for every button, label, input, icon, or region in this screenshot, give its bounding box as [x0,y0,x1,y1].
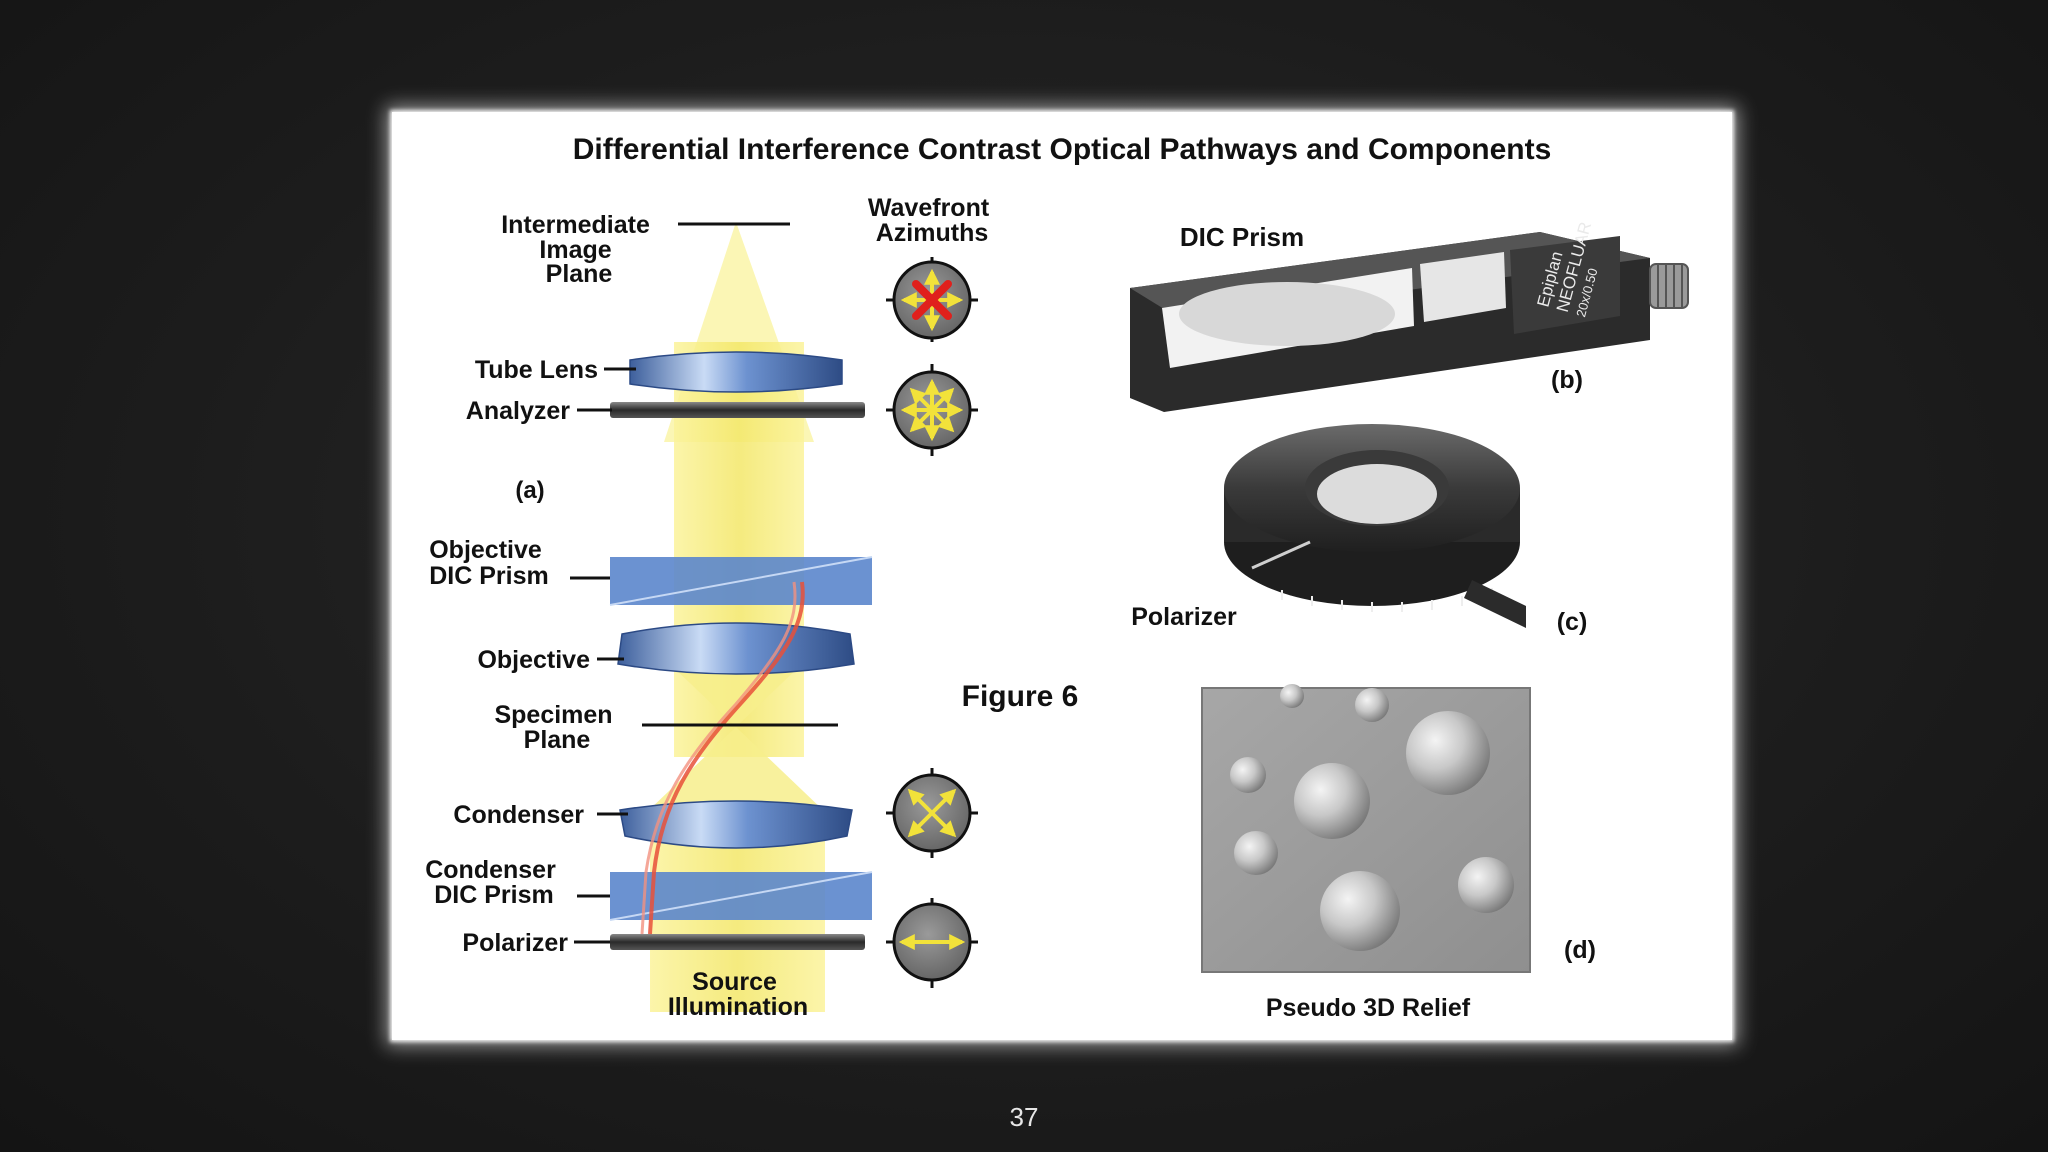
prism-element [1179,282,1395,346]
tube-lens-shape [629,351,843,393]
page-number: 37 [1009,1102,1039,1132]
figure-title: Differential Interference Contrast Optic… [573,133,1552,166]
slider-knob [1649,263,1689,309]
label-polarizer-c: Polarizer [1131,603,1237,631]
leader-lines [570,222,838,944]
analyzer-bar [610,402,865,418]
panel-b-tag: (b) [1551,366,1583,394]
condenser-lens-shape [619,800,853,849]
label-condenser-dic-prism: Condenser DIC Prism [425,856,563,909]
ring-handle [1464,580,1526,628]
dic-prism-slider-panel: DIC Prism Epiplan NEOFLUAR 20x/0.50 (b) [1130,220,1689,412]
wavefront-azimuths-header: Wavefront Azimuths [868,194,996,247]
objective-prism-split [609,556,873,606]
pseudo-3d-relief-panel: Pseudo 3D Relief (d) [1201,684,1596,1022]
panel-c-tag: (c) [1557,608,1588,636]
label-intermediate-image-plane: Intermediate Image Plane [501,211,657,288]
beam-diverge [647,727,825,812]
label-dic-prism: DIC Prism [1180,222,1304,252]
relief-spheres [1230,684,1514,951]
optical-pathway-panel: Intermediate Image Plane Tube Lens Analy… [425,194,1078,1021]
label-analyzer: Analyzer [466,397,570,425]
azimuth-disc-polarizer [886,898,978,988]
slider-window-2 [1420,252,1506,322]
polarizer-ring-panel: Polarizer (c) [1131,424,1587,636]
knob-ridges [1657,264,1683,308]
label-condenser: Condenser [453,801,584,829]
sheared-ray-1 [648,581,805,935]
label-source-illumination: Source Illumination [668,968,808,1021]
engraved-plate [1510,236,1620,334]
polarizer-bar [610,934,865,950]
dic-diagram: Differential Interference Contrast Optic… [425,133,1689,1022]
label-pseudo-3d-relief: Pseudo 3D Relief [1266,994,1471,1022]
label-specimen-plane: Specimen Plane [494,701,619,754]
azimuth-disc-analyzer [886,364,978,456]
label-tube-lens: Tube Lens [475,356,598,384]
objective-lens-shape [617,622,855,675]
cancel-x-icon [912,280,952,320]
dic-figure: Differential Interference Contrast Optic… [392,112,1732,1040]
panel-a-tag: (a) [515,477,544,504]
polarizer-glass [1317,464,1437,524]
label-polarizer: Polarizer [462,929,568,957]
figure-label: Figure 6 [962,680,1079,713]
azimuth-disc-cancelled [886,257,978,342]
condenser-prism-split [609,871,873,921]
panel-d-tag: (d) [1564,936,1596,964]
ring-pin [1251,540,1311,570]
label-objective: Objective [477,646,590,674]
label-objective-dic-prism: Objective DIC Prism [429,536,549,590]
sheared-ray-2 [640,581,797,935]
azimuth-disc-condenser [886,768,978,858]
